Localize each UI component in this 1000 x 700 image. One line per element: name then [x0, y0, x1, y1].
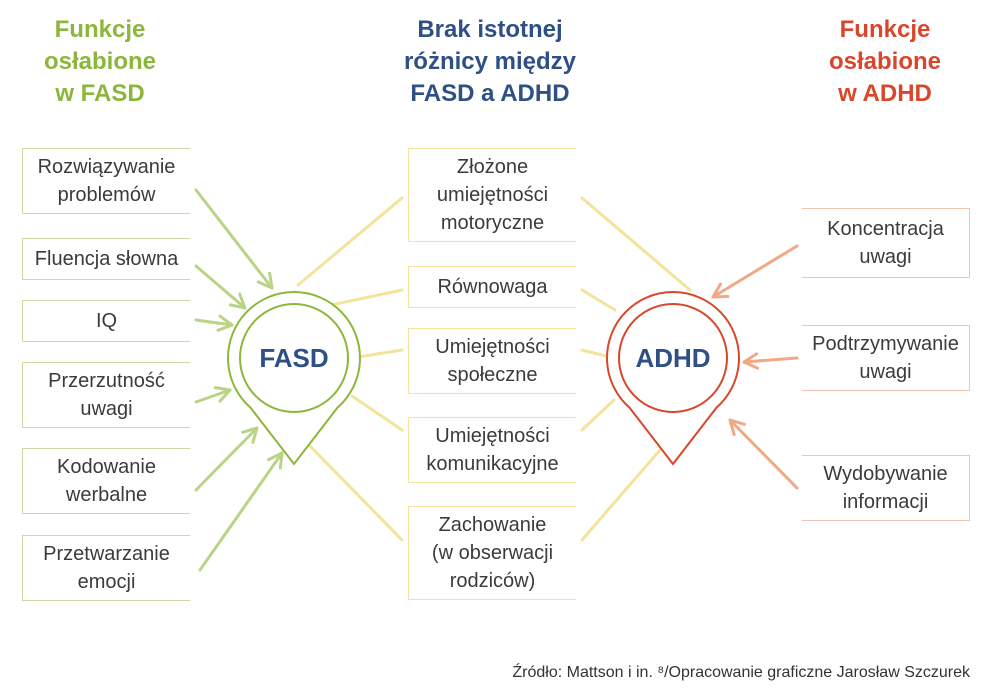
fasd-item-verbal-fluency: Fluencja słowna [22, 238, 190, 280]
header-adhd-line: osłabione [828, 48, 942, 75]
adhd-common-link [580, 348, 608, 358]
header-adhd-line: Funkcje [839, 16, 931, 43]
fasd-arrow-head [228, 292, 247, 310]
fasd-arrow [194, 388, 232, 404]
header-common-line: FASD a ADHD [410, 80, 570, 107]
adhd-arrow [711, 244, 799, 299]
fasd-common-link [308, 444, 404, 542]
item-text: Zachowanie [438, 514, 547, 536]
fasd-item-problem-solving: Rozwiązywanie problemów [22, 148, 190, 214]
fasd-arrow-head [267, 451, 284, 470]
adhd-item-concentration: Koncentracja uwagi [802, 208, 970, 278]
adhd-item-information-retrieval: Wydobywanie informacji [802, 455, 970, 521]
fasd-pin [227, 291, 361, 466]
fasd-item-iq: IQ [22, 300, 190, 342]
header-fasd-line: Funkcje [54, 16, 146, 43]
fasd-common-link [296, 196, 404, 287]
item-text: Wydobywanie [823, 463, 948, 485]
item-text: rodziców) [449, 570, 536, 592]
item-text: IQ [95, 310, 118, 332]
item-text: uwagi [80, 398, 133, 420]
item-text: Fluencja słowna [34, 248, 179, 270]
adhd-item-sustained-attention: Podtrzymywanie uwagi [802, 325, 970, 391]
header-fasd-line: osłabione [43, 48, 157, 75]
item-text: informacji [842, 491, 929, 513]
adhd-arrow [742, 356, 799, 364]
item-text: komunikacyjne [426, 453, 559, 475]
header-common: Brak istotnej różnicy między FASD a ADHD [390, 14, 590, 110]
item-text: Równowaga [437, 276, 548, 298]
fasd-arrow-head [241, 426, 259, 444]
adhd-arrow-head [711, 282, 730, 299]
fasd-arrow-head [256, 271, 274, 290]
adhd-common-link [580, 398, 616, 432]
common-item-balance: Równowaga [408, 266, 576, 308]
fasd-pin-inner-circle [239, 303, 349, 413]
connector-lines [194, 188, 799, 572]
item-text: uwagi [859, 361, 912, 383]
adhd-arrow [728, 418, 799, 490]
item-text: uwagi [859, 246, 912, 268]
adhd-common-link [580, 448, 662, 542]
fasd-arrow [198, 451, 284, 572]
adhd-arrow-head [742, 352, 760, 370]
item-text: Umiejętności [435, 336, 550, 358]
header-fasd-line: w FASD [55, 80, 145, 107]
header-common-line: Brak istotnej [417, 16, 563, 43]
fasd-item-attention-shifting: Przerzutność uwagi [22, 362, 190, 428]
item-text: Kodowanie [57, 456, 156, 478]
item-text: Przetwarzanie [43, 543, 170, 565]
fasd-arrow [194, 426, 259, 492]
fasd-item-verbal-encoding: Kodowanie werbalne [22, 448, 190, 514]
fasd-common-link [350, 394, 404, 432]
fasd-arrow [194, 188, 274, 290]
item-text: Przerzutność [48, 370, 165, 392]
source-caption: Źródło: Mattson i in. ⁸/Opracowanie graf… [512, 664, 970, 681]
common-item-behavior: Zachowanie (w obserwacji rodziców) [408, 506, 576, 600]
item-text: emocji [77, 571, 136, 593]
item-text: Umiejętności [435, 425, 550, 447]
header-common-line: różnicy między [403, 48, 577, 75]
common-item-motor-skills: Złożone umiejętności motoryczne [408, 148, 576, 242]
header-fasd: Funkcje osłabione w FASD [20, 14, 180, 110]
item-text: Rozwiązywanie [37, 156, 176, 178]
fasd-arrow-head [213, 386, 232, 403]
fasd-arrow-head [216, 314, 234, 332]
item-text: społeczne [447, 364, 538, 386]
item-text: problemów [57, 184, 156, 206]
adhd-pin-inner-circle [618, 303, 728, 413]
adhd-common-link [580, 288, 617, 312]
fasd-item-emotion-processing: Przetwarzanie emocji [22, 535, 190, 601]
item-text: umiejętności [436, 184, 549, 206]
item-text: Złożone [456, 156, 529, 178]
item-text: Koncentracja [827, 218, 944, 240]
item-text: (w obserwacji [431, 542, 554, 564]
fasd-pin-label: FASD [259, 343, 329, 373]
item-text: motoryczne [440, 212, 545, 234]
item-text: Podtrzymywanie [812, 333, 959, 355]
header-adhd-line: w ADHD [838, 80, 932, 107]
adhd-common-link [580, 196, 692, 292]
header-adhd: Funkcje osłabione w ADHD [805, 14, 965, 110]
adhd-pin [606, 291, 740, 466]
adhd-arrow-head [728, 418, 746, 436]
fasd-arrow [194, 264, 247, 310]
adhd-pin-label: ADHD [635, 343, 711, 373]
item-text: werbalne [65, 484, 148, 506]
common-item-communication-skills: Umiejętności komunikacyjne [408, 417, 576, 483]
fasd-arrow [194, 318, 234, 327]
pins-layer [227, 291, 740, 466]
common-item-social-skills: Umiejętności społeczne [408, 328, 576, 394]
